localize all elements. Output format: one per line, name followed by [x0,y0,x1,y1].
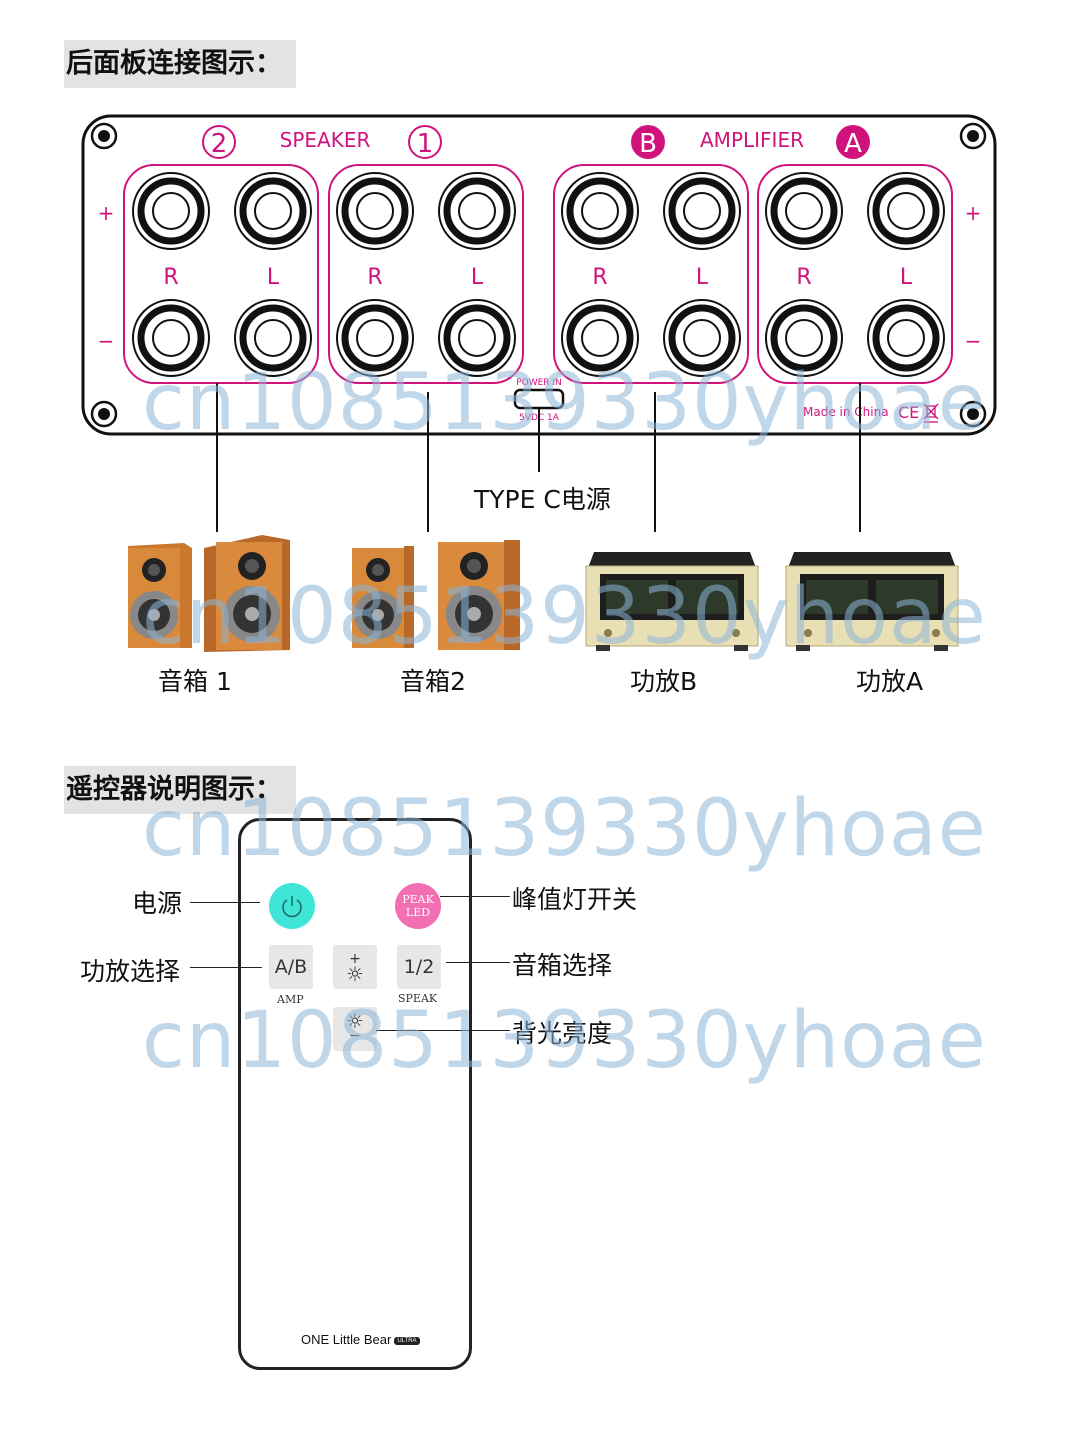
sun-icon: ☼ [346,1009,364,1033]
amplifier-a-image [785,552,959,651]
terminal-group-speaker-2: R L [123,164,319,384]
speaker-label: SPEAKER [280,128,371,152]
amplifier-label: AMPLIFIER [700,128,804,152]
callout-amp-select: 功放选择 [80,957,181,986]
callout-line-power [190,902,260,903]
amplifier-b-letter: B [639,129,657,159]
screw-icon [90,400,118,428]
amplifier-a-letter: A [844,129,862,159]
screw-icon [959,400,987,428]
svg-text:R: R [367,265,382,290]
minus-mark-left: − [98,329,115,353]
speaker-12-button[interactable]: 1/2 [397,945,441,989]
type-c-port [513,388,565,410]
ce-mark: CE [898,403,919,422]
amplifier-b-caption: 功放B [630,667,698,696]
screw-icon [90,122,118,150]
peak-led-button[interactable]: PEAK LED [395,883,441,929]
callout-line-peak [440,896,510,897]
speaker-1-number: 1 [417,129,434,159]
callout-line-backlight [376,1030,510,1031]
amplifier-a-badge [836,125,870,159]
amp-ab-button[interactable]: A/B [269,945,313,989]
callout-peak-switch: 峰值灯开关 [512,885,638,914]
remote-section-title: 遥控器说明图示： [64,766,296,814]
type-c-power-label: TYPE C电源 [474,485,611,514]
callout-speaker-select: 音箱选择 [512,951,613,980]
amplifier-b-badge [631,125,665,159]
led-label: LED [405,906,431,919]
remote-control: PEAK LED A/B AMP + ☼ 1/2 SPEAK ☼ − ONE L… [238,818,472,1370]
brightness-down-button[interactable]: ☼ − [333,1007,377,1051]
amp-sublabel: AMP [277,993,304,1006]
svg-text:R: R [163,265,178,290]
power-icon [282,896,302,918]
speaker-1-badge [408,125,442,159]
screw-icon [959,122,987,150]
sun-icon: ☼ [346,962,364,986]
svg-text:R: R [796,265,811,290]
brightness-up-button[interactable]: + ☼ [333,945,377,989]
speak-sublabel: SPEAK [398,992,438,1005]
amplifier-b-image [585,552,759,651]
brand-name: ONE Little Bear [301,1332,392,1347]
one-two-label: 1/2 [403,956,435,978]
callout-line-speaker [446,962,510,963]
svg-text:L: L [267,265,280,290]
speaker-2-badge [202,125,236,159]
brand-badge: ULTRA [394,1336,420,1345]
speaker-pair-1-image [128,535,290,652]
callout-power: 电源 [132,889,183,918]
speaker-2-caption: 音箱2 [400,667,466,696]
power-in-label: POWER IN [516,378,562,388]
minus-mark: − [349,1028,361,1044]
plus-mark: + [349,951,361,967]
rear-panel-diagram: 2 SPEAKER 1 B AMPLIFIER A + − + − R L R … [81,114,997,652]
speaker-1-caption: 音箱 1 [158,667,232,696]
svg-text:R: R [592,265,607,290]
terminal-group-speaker-1: R L [328,164,524,384]
callout-line-amp [190,967,262,968]
peak-label: PEAK [402,893,434,906]
plus-mark-right: + [965,201,982,225]
minus-mark-right: − [965,329,982,353]
weee-bin-icon [923,403,939,423]
callout-backlight: 背光亮度 [512,1019,613,1048]
power-button[interactable] [269,883,315,929]
svg-text:L: L [696,265,709,290]
made-in-label: Made in China [803,405,889,419]
terminal-group-amplifier-a: R L [757,164,953,384]
speaker-pair-2-image [352,540,520,650]
terminal-group-amplifier-b: R L [553,164,749,384]
ab-label: A/B [274,956,308,978]
rear-panel-title: 后面板连接图示： [64,40,296,88]
svg-text:L: L [471,265,484,290]
plus-mark-left: + [98,201,115,225]
amplifier-a-caption: 功放A [856,667,924,696]
svg-text:L: L [900,265,913,290]
speaker-2-number: 2 [211,129,228,159]
